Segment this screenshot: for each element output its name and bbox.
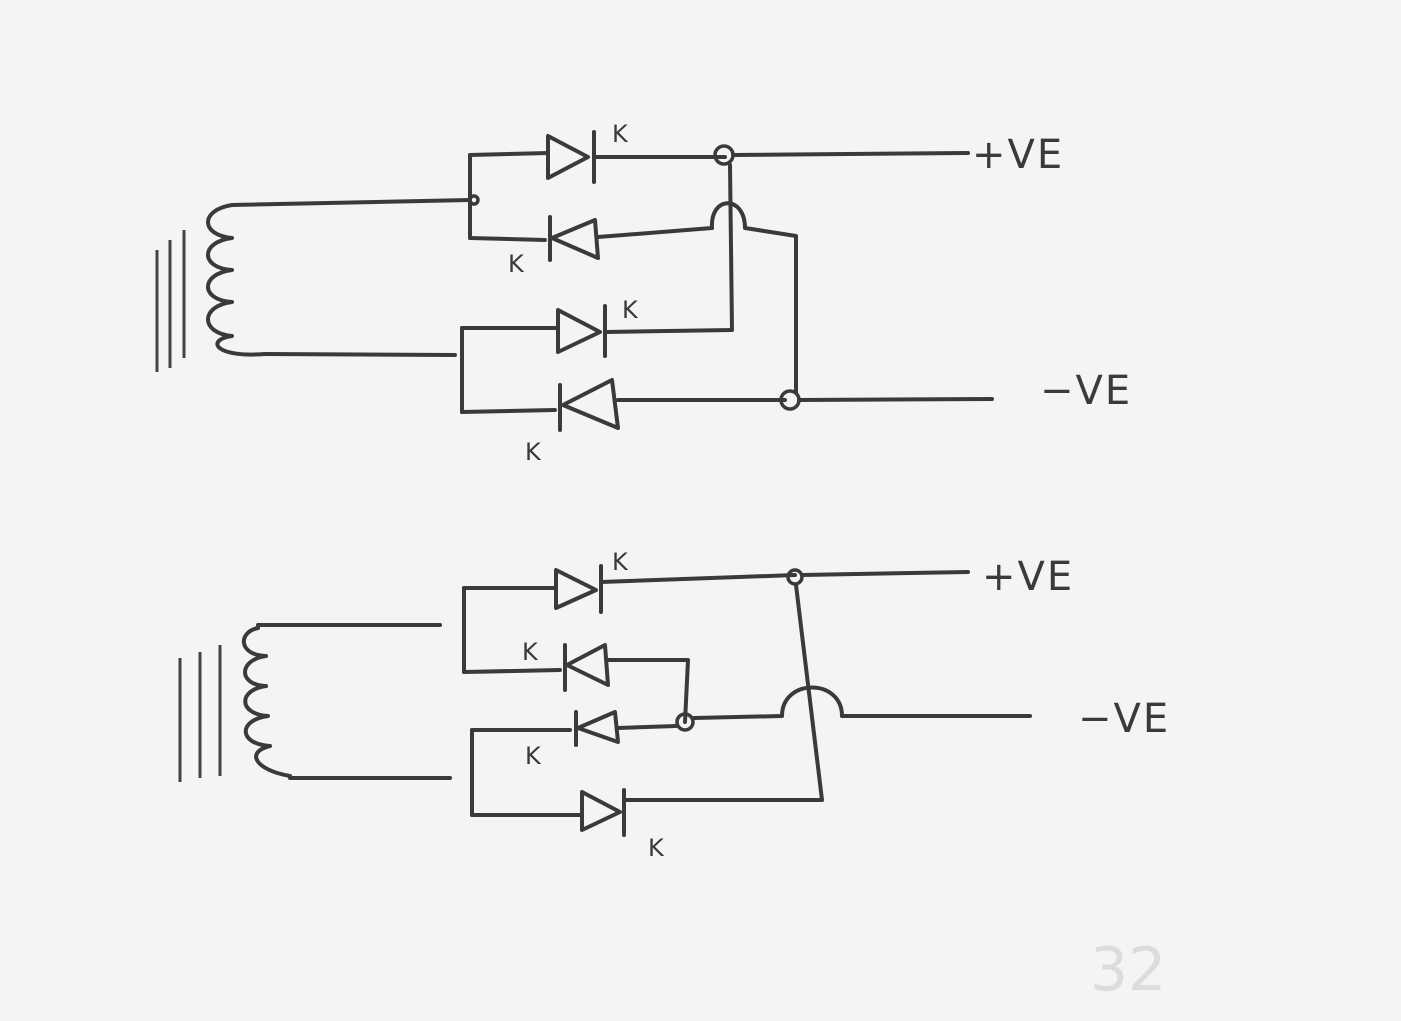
cathode-label: K	[525, 438, 542, 466]
negative-rail-label: −VE	[1040, 368, 1132, 414]
diode-3	[470, 710, 678, 747]
cathode-label: K	[525, 742, 542, 770]
wire	[794, 583, 824, 802]
circuit-2: K K K K +VE −VE	[178, 548, 1170, 862]
transformer-2	[178, 626, 292, 782]
diode-2	[462, 643, 690, 724]
transformer-1	[155, 203, 267, 372]
diode-1	[462, 564, 797, 614]
cathode-label: K	[612, 120, 629, 148]
positive-output-wire	[800, 570, 970, 577]
positive-output-wire	[731, 151, 970, 157]
transformer-winding	[241, 626, 292, 778]
negative-output-wire	[692, 685, 1032, 720]
circuit-1: K K K K +VE −VE	[155, 120, 1132, 466]
diode-1	[468, 130, 727, 184]
wire	[230, 198, 472, 207]
positive-rail-label: +VE	[982, 554, 1074, 600]
negative-output-wire	[797, 397, 994, 402]
junction-dot	[468, 194, 480, 206]
cathode-label: K	[622, 296, 639, 324]
junction-positive	[786, 568, 804, 586]
positive-rail-label: +VE	[972, 132, 1064, 178]
wire	[263, 352, 457, 357]
wire-crossover-hop	[709, 201, 798, 394]
junction-negative	[675, 712, 695, 732]
paper-show-through: 32	[1090, 935, 1166, 1005]
cathode-label: K	[648, 834, 665, 862]
diode-3	[460, 163, 734, 358]
diode-2	[468, 215, 714, 262]
diode-4	[470, 788, 824, 837]
cathode-label: K	[522, 638, 539, 666]
cathode-label: K	[612, 548, 629, 576]
diode-4	[460, 378, 787, 432]
negative-rail-label: −VE	[1078, 696, 1170, 742]
cathode-label: K	[508, 250, 525, 278]
transformer-winding	[206, 203, 267, 357]
